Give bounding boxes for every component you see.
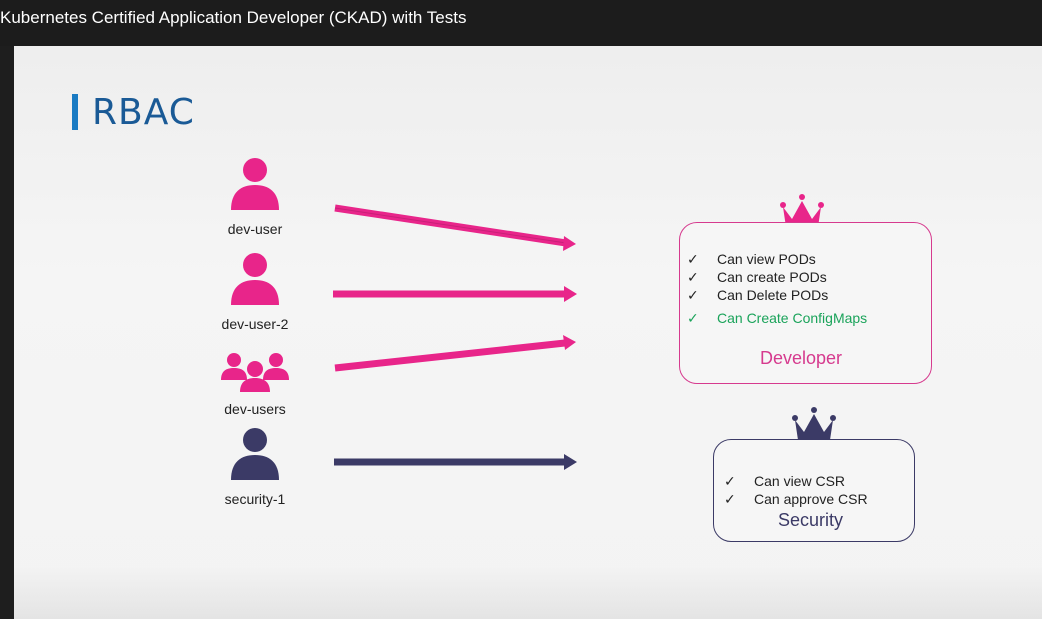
role-name-developer: Developer	[760, 348, 843, 368]
permission-item: ✓Can create PODs	[687, 269, 827, 285]
slide-canvas: RBAC dev-user dev-user-2 dev-users	[14, 46, 1042, 619]
user-dev-users: dev-users	[200, 350, 310, 417]
permission-item-highlighted: ✓Can Create ConfigMaps	[687, 310, 868, 326]
window-titlebar: Kubernetes Certified Application Develop…	[0, 0, 1042, 46]
user-icon	[231, 253, 279, 305]
arrow-dev-user	[334, 204, 576, 251]
slide-title-text: RBAC	[92, 91, 195, 133]
player-controls-overlay	[14, 566, 1042, 619]
slide-title: RBAC	[72, 91, 195, 133]
permission-item: ✓Can view PODs	[687, 251, 816, 267]
checkmark-icon: ✓	[724, 473, 736, 489]
user-label: dev-user	[227, 221, 283, 237]
user-dev-user-2: dev-user-2	[200, 251, 310, 332]
user-security-1: security-1	[200, 426, 310, 507]
role-name-security: Security	[778, 510, 844, 530]
permission-item: ✓Can Delete PODs	[687, 287, 829, 303]
arrow-dev-users	[334, 335, 576, 372]
checkmark-icon: ✓	[687, 287, 699, 303]
checkmark-icon: ✓	[687, 251, 699, 267]
user-label: dev-users	[224, 401, 286, 417]
role-security-box: ✓Can view CSR ✓Can approve CSR Security	[713, 439, 915, 542]
checkmark-icon: ✓	[687, 269, 699, 285]
arrow-dev-user-2	[333, 286, 577, 302]
title-accent-bar	[72, 94, 78, 130]
role-developer-box: ✓Can view PODs ✓Can create PODs ✓Can Del…	[679, 222, 932, 384]
arrow-security-1	[334, 454, 577, 470]
user-label: security-1	[224, 491, 286, 507]
permission-item: ✓Can approve CSR	[724, 491, 868, 507]
user-label: dev-user-2	[221, 316, 289, 332]
window-title: Kubernetes Certified Application Develop…	[0, 8, 467, 27]
user-icon	[231, 428, 279, 480]
arrows-layer	[333, 204, 577, 470]
user-icon	[231, 158, 279, 210]
user-group-icon	[221, 353, 289, 392]
checkmark-icon: ✓	[724, 491, 736, 507]
user-dev-user: dev-user	[200, 156, 310, 237]
checkmark-icon: ✓	[687, 310, 699, 326]
permission-item: ✓Can view CSR	[724, 473, 846, 489]
